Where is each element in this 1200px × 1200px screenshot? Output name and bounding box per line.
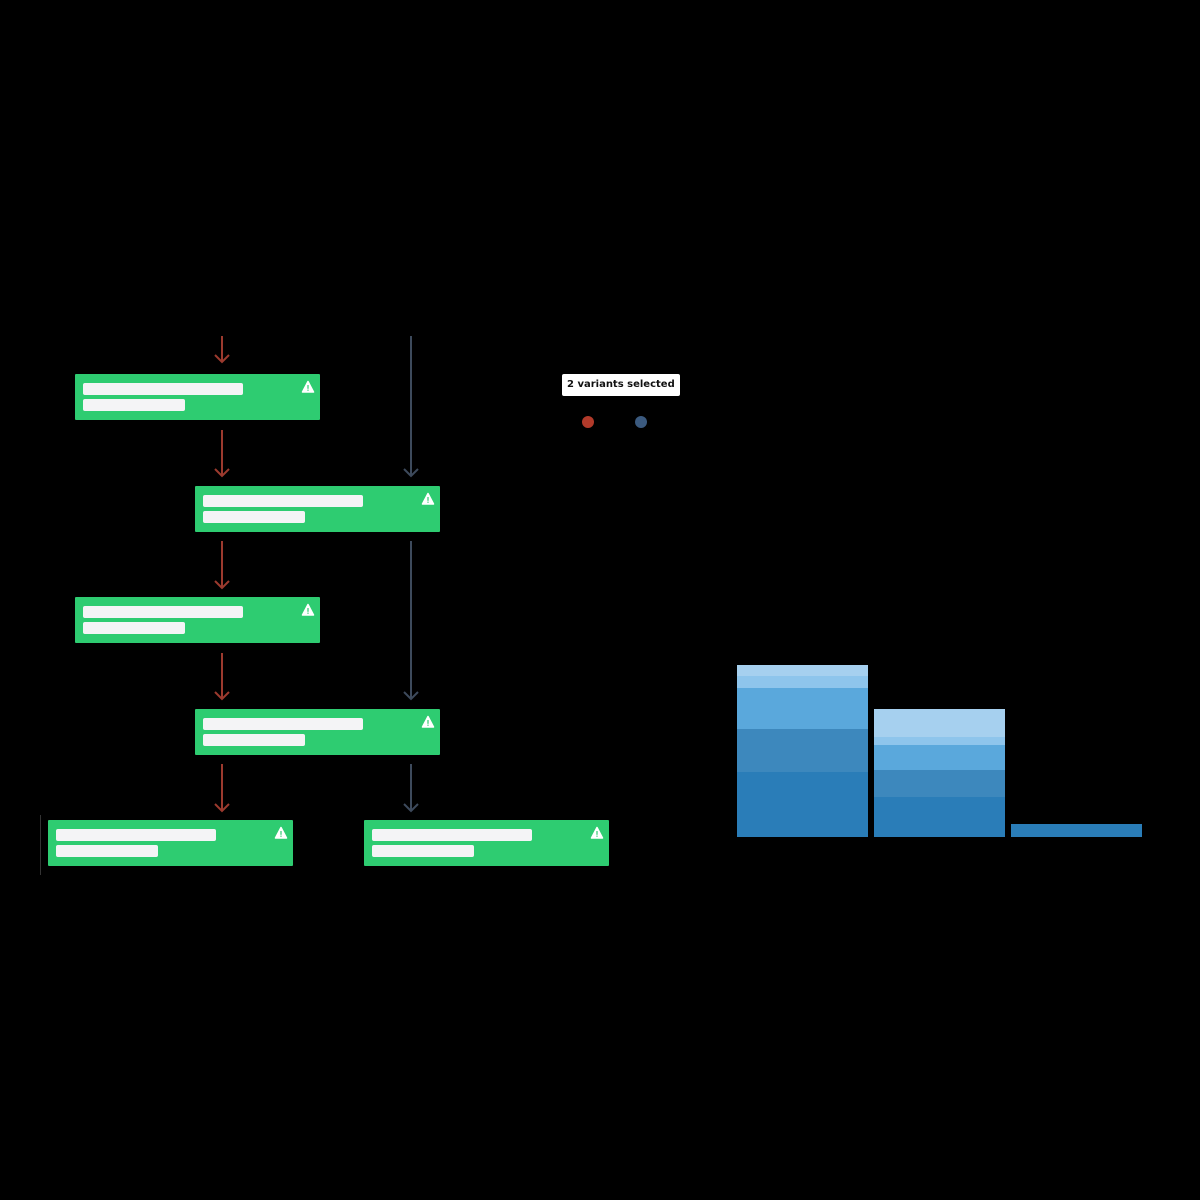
node-title-placeholder xyxy=(56,829,216,841)
flow-node[interactable] xyxy=(75,597,320,643)
warning-icon xyxy=(301,380,315,393)
divider-line xyxy=(40,815,41,875)
node-title-placeholder xyxy=(83,383,243,395)
bar-segment[interactable] xyxy=(737,772,868,837)
bar-segment[interactable] xyxy=(737,729,868,772)
flow-arrow xyxy=(403,764,419,813)
flow-node[interactable] xyxy=(48,820,293,866)
flow-node[interactable] xyxy=(195,486,440,532)
flow-arrow xyxy=(403,336,419,478)
variant-dot-blue[interactable] xyxy=(635,416,647,428)
warning-icon xyxy=(274,826,288,839)
bar-segment[interactable] xyxy=(737,688,868,729)
node-subtitle-placeholder xyxy=(56,845,158,857)
flow-arrow xyxy=(403,541,419,701)
node-subtitle-placeholder xyxy=(83,622,185,634)
flow-arrow xyxy=(214,764,230,813)
bar-segment[interactable] xyxy=(737,676,868,688)
node-subtitle-placeholder xyxy=(372,845,474,857)
flow-arrow xyxy=(214,541,230,590)
node-title-placeholder xyxy=(83,606,243,618)
bar-segment[interactable] xyxy=(737,665,868,676)
variants-tooltip: 2 variants selected xyxy=(562,374,680,396)
flow-arrow xyxy=(214,653,230,701)
bar-segment[interactable] xyxy=(874,745,1005,770)
flow-node[interactable] xyxy=(195,709,440,755)
node-title-placeholder xyxy=(203,718,363,730)
warning-icon xyxy=(421,715,435,728)
bar-segment[interactable] xyxy=(874,709,1005,737)
bar-segment[interactable] xyxy=(874,770,1005,797)
flow-node[interactable] xyxy=(75,374,320,420)
bar-segment[interactable] xyxy=(1011,824,1142,837)
flow-node[interactable] xyxy=(364,820,609,866)
node-title-placeholder xyxy=(203,495,363,507)
warning-icon xyxy=(301,603,315,616)
variant-dot-red[interactable] xyxy=(582,416,594,428)
bar-segment[interactable] xyxy=(874,737,1005,745)
node-subtitle-placeholder xyxy=(203,734,305,746)
warning-icon xyxy=(590,826,604,839)
bar-segment[interactable] xyxy=(874,797,1005,837)
flow-arrow xyxy=(214,430,230,478)
node-subtitle-placeholder xyxy=(203,511,305,523)
warning-icon xyxy=(421,492,435,505)
node-title-placeholder xyxy=(372,829,532,841)
node-subtitle-placeholder xyxy=(83,399,185,411)
flow-arrow xyxy=(214,336,230,364)
